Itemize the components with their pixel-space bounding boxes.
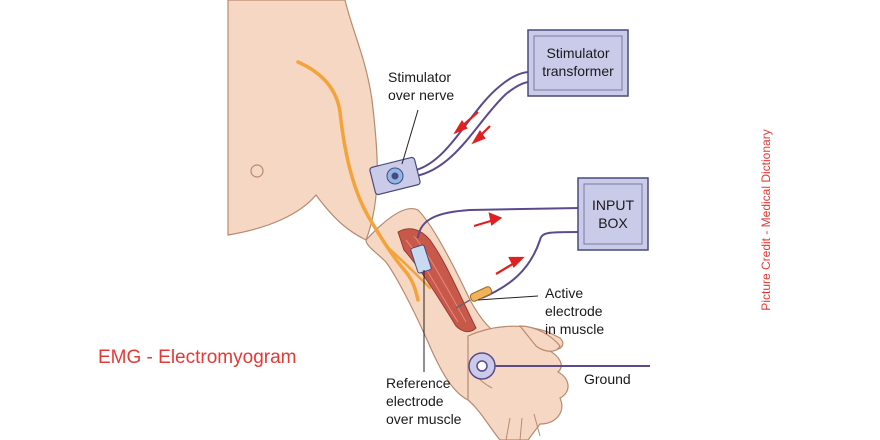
picture-credit: Picture Credit - Medical Dictionary (759, 129, 773, 310)
svg-text:INPUT: INPUT (592, 197, 634, 213)
stimulator-transformer-line-2: transformer (542, 63, 614, 79)
label-stimulator-line-1: Stimulator (388, 69, 451, 85)
thumb-shape (518, 325, 561, 352)
label-ground: Ground (584, 371, 631, 387)
input-box-line-1: INPUT (592, 197, 634, 213)
arm-illustration (227, 0, 569, 440)
svg-text:electrode: electrode (545, 303, 603, 319)
reference-electrode (410, 244, 432, 274)
arrow-down-2 (471, 125, 491, 145)
svg-text:Picture Credit - Medical Dicti: Picture Credit - Medical Dictionary (759, 129, 773, 310)
nerve-branch (384, 244, 432, 290)
label-reference-line-1: Reference (386, 375, 451, 391)
wire-stimulator-2 (415, 81, 531, 177)
wire-stimulator-1 (415, 71, 531, 171)
emg-title: EMG - Electromyogram (98, 347, 296, 368)
signal-arrows (453, 111, 525, 275)
arrow-down-1 (453, 111, 479, 135)
label-reference-line-3: over muscle (386, 411, 462, 427)
svg-text:electrode: electrode (386, 393, 444, 409)
active-electrode (455, 286, 493, 309)
leader-lines (401, 109, 539, 372)
stimulator-transformer-box: Stimulator transformer (527, 29, 629, 97)
svg-text:over muscle: over muscle (386, 411, 462, 427)
svg-text:Stimulator: Stimulator (388, 69, 451, 85)
svg-text:Ground: Ground (584, 371, 631, 387)
svg-text:in muscle: in muscle (545, 321, 604, 337)
svg-text:transformer: transformer (542, 63, 614, 79)
stimulator-transformer-line-1: Stimulator (546, 45, 609, 61)
muscle-striations (405, 235, 467, 323)
arrow-right-1 (473, 212, 503, 228)
hand-shape (467, 325, 569, 440)
svg-text:Reference: Reference (386, 375, 451, 391)
svg-text:EMG - Electromyogram: EMG - Electromyogram (98, 347, 296, 368)
svg-text:BOX: BOX (598, 215, 628, 231)
stimulator-device (369, 156, 421, 196)
label-reference-line-2: electrode (386, 393, 444, 409)
torso-shape (227, 0, 378, 241)
svg-text:over nerve: over nerve (388, 87, 454, 103)
chest-detail (250, 164, 264, 178)
wire-reference (417, 207, 581, 239)
svg-text:Stimulator: Stimulator (546, 45, 609, 61)
wire-active (481, 231, 581, 299)
svg-text:Active: Active (545, 285, 583, 301)
wires (415, 71, 650, 367)
ground-electrode-inner (476, 360, 488, 372)
label-active-line-1: Active (545, 285, 583, 301)
nerve-path (296, 60, 420, 302)
input-box-line-2: BOX (598, 215, 628, 231)
label-active-line-3: in muscle (545, 321, 604, 337)
arrow-right-2 (495, 256, 525, 275)
finger-lines (505, 413, 541, 440)
label-active-line-2: electrode (545, 303, 603, 319)
label-stimulator-line-2: over nerve (388, 87, 454, 103)
input-box: INPUT BOX (577, 177, 649, 251)
